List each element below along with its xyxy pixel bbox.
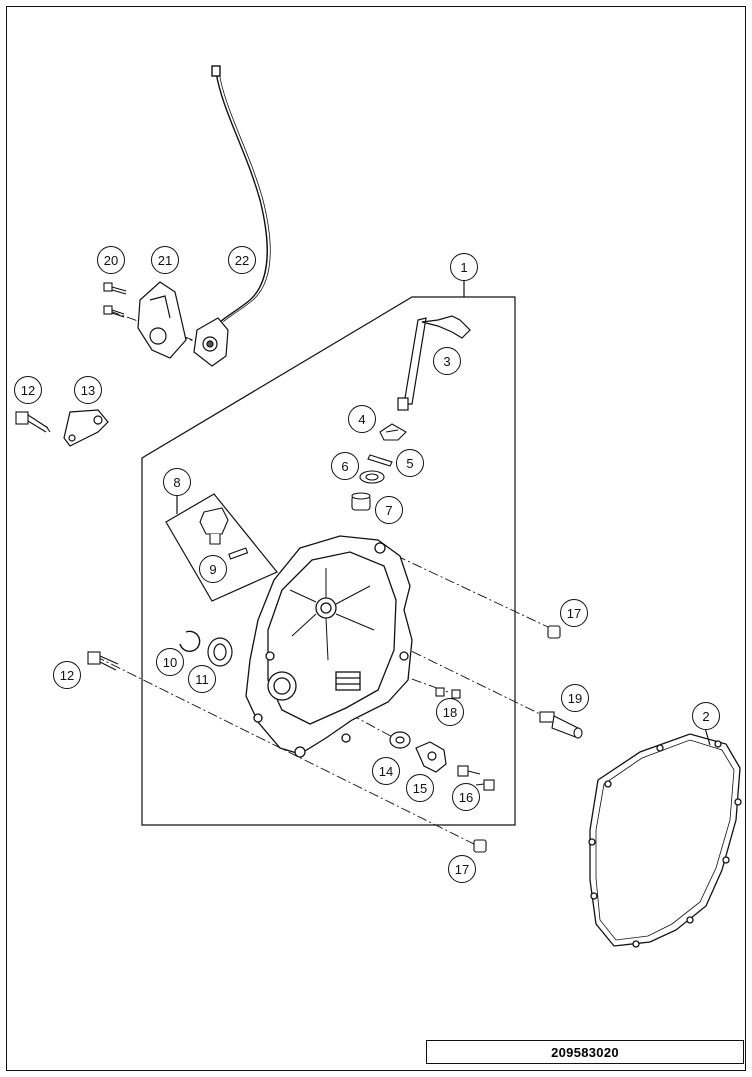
callout-20: 20 — [97, 246, 125, 274]
callout-21: 21 — [151, 246, 179, 274]
callout-5: 5 — [396, 449, 424, 477]
callout-2: 2 — [692, 702, 720, 730]
bolt-18a — [435, 687, 445, 697]
bolt-16a — [457, 765, 469, 777]
spring-4 — [379, 423, 407, 441]
diagram-code-box: 209583020 — [426, 1040, 744, 1064]
subgroup-8-outline — [165, 493, 278, 602]
callout-9: 9 — [199, 555, 227, 583]
callout-10: 10 — [156, 648, 184, 676]
callout-8: 8 — [163, 468, 191, 496]
bolt-16b — [483, 779, 495, 791]
bolt-20b — [103, 305, 113, 315]
callout-12-bottom: 12 — [53, 661, 81, 689]
cable-22 — [215, 71, 268, 323]
assembly-group-outline — [141, 296, 516, 826]
callout-17-top: 17 — [560, 599, 588, 627]
bolt-12-top — [15, 411, 29, 425]
cover-21 — [137, 281, 187, 359]
callout-14: 14 — [372, 757, 400, 785]
callout-7: 7 — [375, 496, 403, 524]
callout-17-bottom: 17 — [448, 855, 476, 883]
shaft-19 — [539, 711, 555, 723]
pin-5 — [367, 454, 393, 467]
callout-13: 13 — [74, 376, 102, 404]
plug-8 — [199, 507, 229, 535]
callout-12-top: 12 — [14, 376, 42, 404]
callout-4: 4 — [348, 405, 376, 433]
circlip-10 — [179, 630, 201, 653]
callout-3: 3 — [433, 347, 461, 375]
bolt-20a — [103, 282, 113, 292]
bolt-18b — [451, 689, 461, 699]
bolt-12-bottom — [87, 651, 101, 665]
dowel-17-top — [547, 625, 561, 639]
callout-16: 16 — [452, 783, 480, 811]
page-frame — [6, 6, 746, 1071]
callout-1: 1 — [450, 253, 478, 281]
shift-strip-3 — [403, 317, 427, 405]
callout-18: 18 — [436, 698, 464, 726]
cover-gasket-2 — [589, 733, 741, 947]
callout-22: 22 — [228, 246, 256, 274]
callout-15: 15 — [406, 774, 434, 802]
callout-19: 19 — [561, 684, 589, 712]
callout-6: 6 — [331, 452, 359, 480]
dowel-17-bottom — [473, 839, 487, 853]
callout-11: 11 — [188, 665, 216, 693]
clutch-cover — [245, 535, 413, 755]
